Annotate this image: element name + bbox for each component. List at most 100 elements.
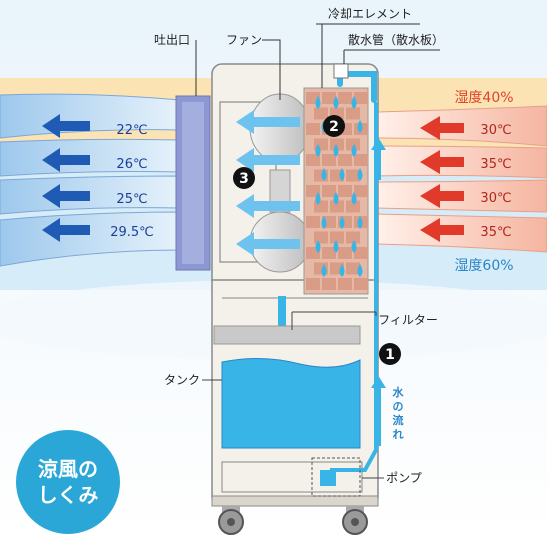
water-drop — [315, 96, 321, 109]
fan-blade-top — [249, 93, 311, 163]
outlet-temp-1: 22℃ — [116, 123, 147, 138]
cold-arrow-3 — [42, 184, 90, 208]
element-brick — [314, 200, 328, 213]
cooling-element-leader — [316, 23, 420, 88]
fan-leader — [262, 39, 281, 100]
outlet-temp-3: 25℃ — [116, 192, 147, 207]
wheels — [218, 506, 368, 535]
pipe-top — [337, 71, 377, 103]
element-brick — [306, 216, 320, 228]
element-brick — [346, 107, 360, 120]
inner-arrow-2 — [236, 148, 300, 172]
element-brick — [346, 200, 360, 213]
humidity-in: 湿度40% — [454, 90, 513, 106]
water-flow-char-2: の — [393, 400, 404, 413]
filter-label: フィルター — [378, 313, 438, 327]
cooling-element-label: 冷却エレメント — [328, 7, 412, 21]
element-brick — [322, 154, 336, 166]
water-drop — [315, 144, 321, 157]
water-drop — [351, 96, 357, 109]
water-pipe-label: 散水管（散水板） — [348, 32, 444, 47]
badge-line-1: 涼風の — [38, 457, 98, 481]
element-brick — [346, 231, 360, 244]
wheel-right-hub — [351, 518, 359, 526]
cold-arrow-4 — [42, 218, 90, 242]
inlet-temp-2: 35℃ — [480, 157, 511, 172]
step-3-badge — [233, 167, 255, 189]
water-drop — [357, 168, 363, 181]
hot-arrow-1 — [420, 116, 464, 140]
step-1-badge — [379, 343, 401, 365]
hot-arrows — [420, 116, 464, 242]
humidity-out: 湿度60% — [454, 258, 513, 274]
water-drop — [351, 240, 357, 253]
water-drop — [321, 216, 327, 229]
pump — [311, 457, 361, 497]
water-drop — [333, 240, 339, 253]
element-brick — [346, 262, 360, 275]
water-pipe — [333, 63, 377, 103]
pump-label: ポンプ — [386, 471, 422, 485]
inner-arrow-3 — [236, 194, 300, 218]
drip-stream — [278, 296, 286, 336]
element-brick — [306, 154, 320, 166]
inlet-temp-4: 35℃ — [480, 225, 511, 240]
outlet-label: 吐出口 — [154, 33, 190, 47]
pipe-head — [333, 63, 349, 79]
water-drop — [351, 192, 357, 205]
element-brick — [354, 278, 368, 290]
fan-label: ファン — [226, 33, 262, 47]
hot-arrow-4 — [420, 218, 464, 242]
water-drop — [321, 168, 327, 181]
element-brick — [306, 185, 320, 197]
water-drop — [357, 216, 363, 229]
tank-base — [221, 461, 363, 493]
inlet-temp-1: 30℃ — [480, 123, 511, 138]
water-drop — [339, 216, 345, 229]
step-2-badge — [323, 115, 345, 137]
element-brick — [322, 278, 336, 290]
hot-arrow-2 — [420, 150, 464, 174]
water-drop — [357, 120, 363, 133]
element-brick — [346, 169, 360, 182]
element-brick — [354, 247, 368, 259]
water-flow-char-4: れ — [393, 428, 404, 441]
cold-arrows — [42, 114, 90, 242]
water-rise-shaft — [376, 146, 381, 180]
water-rise-head — [371, 138, 386, 150]
element-brick — [354, 154, 368, 166]
hot-arrow-3 — [420, 184, 464, 208]
water-drop — [333, 144, 339, 157]
water-drop — [321, 264, 327, 277]
outlet-temp-2: 26℃ — [116, 157, 147, 172]
outlet-streams — [0, 93, 181, 267]
element-water-drops — [315, 96, 363, 277]
water-drop — [333, 96, 339, 109]
element-brick — [354, 92, 368, 104]
tank-label: タンク — [164, 373, 200, 387]
element-brick — [330, 200, 344, 213]
water-flow-char-1: 水 — [393, 385, 405, 399]
water-flow-char-3: 流 — [393, 413, 404, 427]
water-drop — [339, 264, 345, 277]
inlet-streams — [374, 105, 547, 253]
water-return-pipe — [330, 102, 378, 472]
element-brick — [338, 247, 352, 259]
filter — [213, 325, 361, 345]
water-drop — [339, 168, 345, 181]
wheel-left-hub — [227, 518, 235, 526]
element-brick — [338, 278, 352, 290]
outlet-temp-4: 29.5℃ — [110, 225, 154, 240]
base — [211, 495, 379, 507]
water-drop — [333, 192, 339, 205]
inlet-temp-3: 30℃ — [480, 191, 511, 206]
cold-arrow-2 — [42, 148, 90, 172]
element-brick — [330, 138, 344, 151]
tank-water — [221, 357, 361, 449]
water-flow-shaft — [376, 384, 381, 446]
water-drop — [315, 240, 321, 253]
cold-arrow-1 — [42, 114, 90, 138]
element-brick — [306, 123, 320, 135]
